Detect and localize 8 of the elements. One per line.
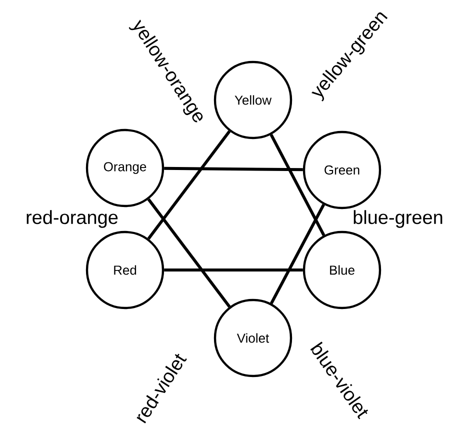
- connector-line: [270, 204, 326, 304]
- color-label: red-orange: [26, 210, 118, 228]
- connector-line: [270, 134, 326, 236]
- connector-line: [164, 268, 303, 272]
- connector-line: [147, 130, 231, 240]
- connector-line: [147, 198, 231, 308]
- color-label: blue-green: [354, 210, 442, 228]
- connector-line: [164, 166, 303, 172]
